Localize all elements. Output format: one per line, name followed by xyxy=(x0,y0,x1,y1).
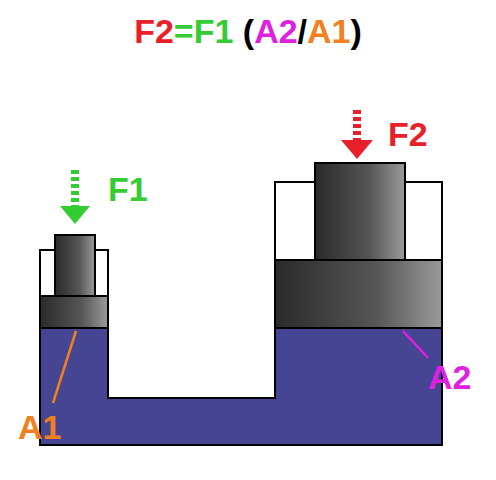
formula-part: F2 xyxy=(134,14,174,48)
formula-heading: F2=F1 (A2/A1) xyxy=(0,14,496,48)
area-label: A1 xyxy=(18,410,61,444)
leader-line xyxy=(53,331,76,403)
formula-part: ( xyxy=(233,14,254,48)
hydraulic-fluid xyxy=(40,328,442,445)
force-label: F1 xyxy=(108,172,148,206)
formula-part: A1 xyxy=(307,14,350,48)
small-piston xyxy=(40,296,108,328)
large-piston xyxy=(275,260,442,328)
force-label: F2 xyxy=(388,117,428,151)
leader-line xyxy=(403,331,428,358)
large-piston-rod xyxy=(315,163,405,261)
force-arrow-f1 xyxy=(60,170,90,224)
formula-part: ) xyxy=(351,14,362,48)
area-label: A2 xyxy=(428,360,471,394)
formula-part: / xyxy=(298,14,307,48)
force-arrow-f2 xyxy=(341,110,373,159)
formula-part: A2 xyxy=(254,14,297,48)
formula-part: =F1 xyxy=(174,14,234,48)
small-piston-rod xyxy=(55,235,95,297)
